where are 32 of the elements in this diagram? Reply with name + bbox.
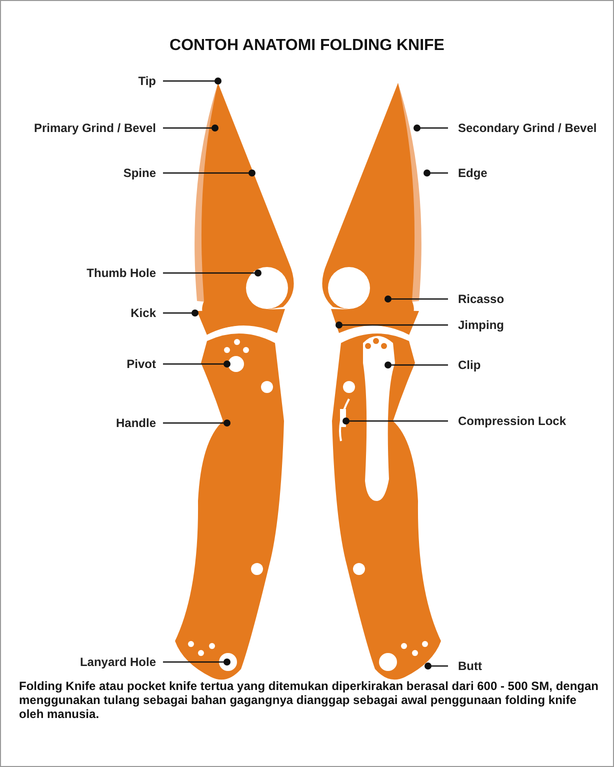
leader-line — [163, 270, 262, 276]
part-label: Primary Grind / Bevel — [34, 121, 156, 135]
part-label: Pivot — [126, 357, 156, 371]
diagram-title: CONTOH ANATOMI FOLDING KNIFE — [168, 37, 446, 55]
leader-line — [342, 418, 448, 424]
part-label: Butt — [458, 659, 482, 673]
caption-paragraph: Folding Knife atau pocket knife tertua yang ditemukan diperkirakan berasal dari 600 - 500 SM, dengan menggunakan tulang sebagai bahan gagangnya dianggap sebagai awal penggunaan folding knife oleh manusia. — [19, 679, 599, 721]
leader-line — [414, 124, 448, 132]
part-label: Handle — [116, 416, 156, 430]
part-label: Spine — [123, 166, 156, 180]
part-label: Compression Lock — [458, 414, 566, 428]
leader-line — [424, 170, 448, 176]
leader-line — [163, 78, 222, 84]
part-label: Jimping — [458, 318, 504, 332]
part-label: Ricasso — [458, 292, 504, 306]
part-label: Lanyard Hole — [80, 655, 156, 669]
part-label: Edge — [458, 166, 488, 180]
leader-line — [424, 662, 448, 670]
leader-line — [384, 296, 448, 302]
part-label: Kick — [130, 306, 156, 320]
leader-line — [336, 322, 448, 328]
part-label: Thumb Hole — [86, 266, 156, 280]
leader-line — [163, 360, 230, 368]
leader-line — [163, 658, 230, 666]
part-label: Secondary Grind / Bevel — [458, 121, 597, 135]
leader-line — [384, 362, 448, 368]
part-label: Clip — [458, 358, 481, 372]
leader-line — [163, 310, 198, 316]
part-label: Tip — [138, 74, 156, 88]
leader-line — [163, 420, 230, 426]
leader-line — [163, 170, 256, 176]
leader-line — [163, 124, 218, 132]
